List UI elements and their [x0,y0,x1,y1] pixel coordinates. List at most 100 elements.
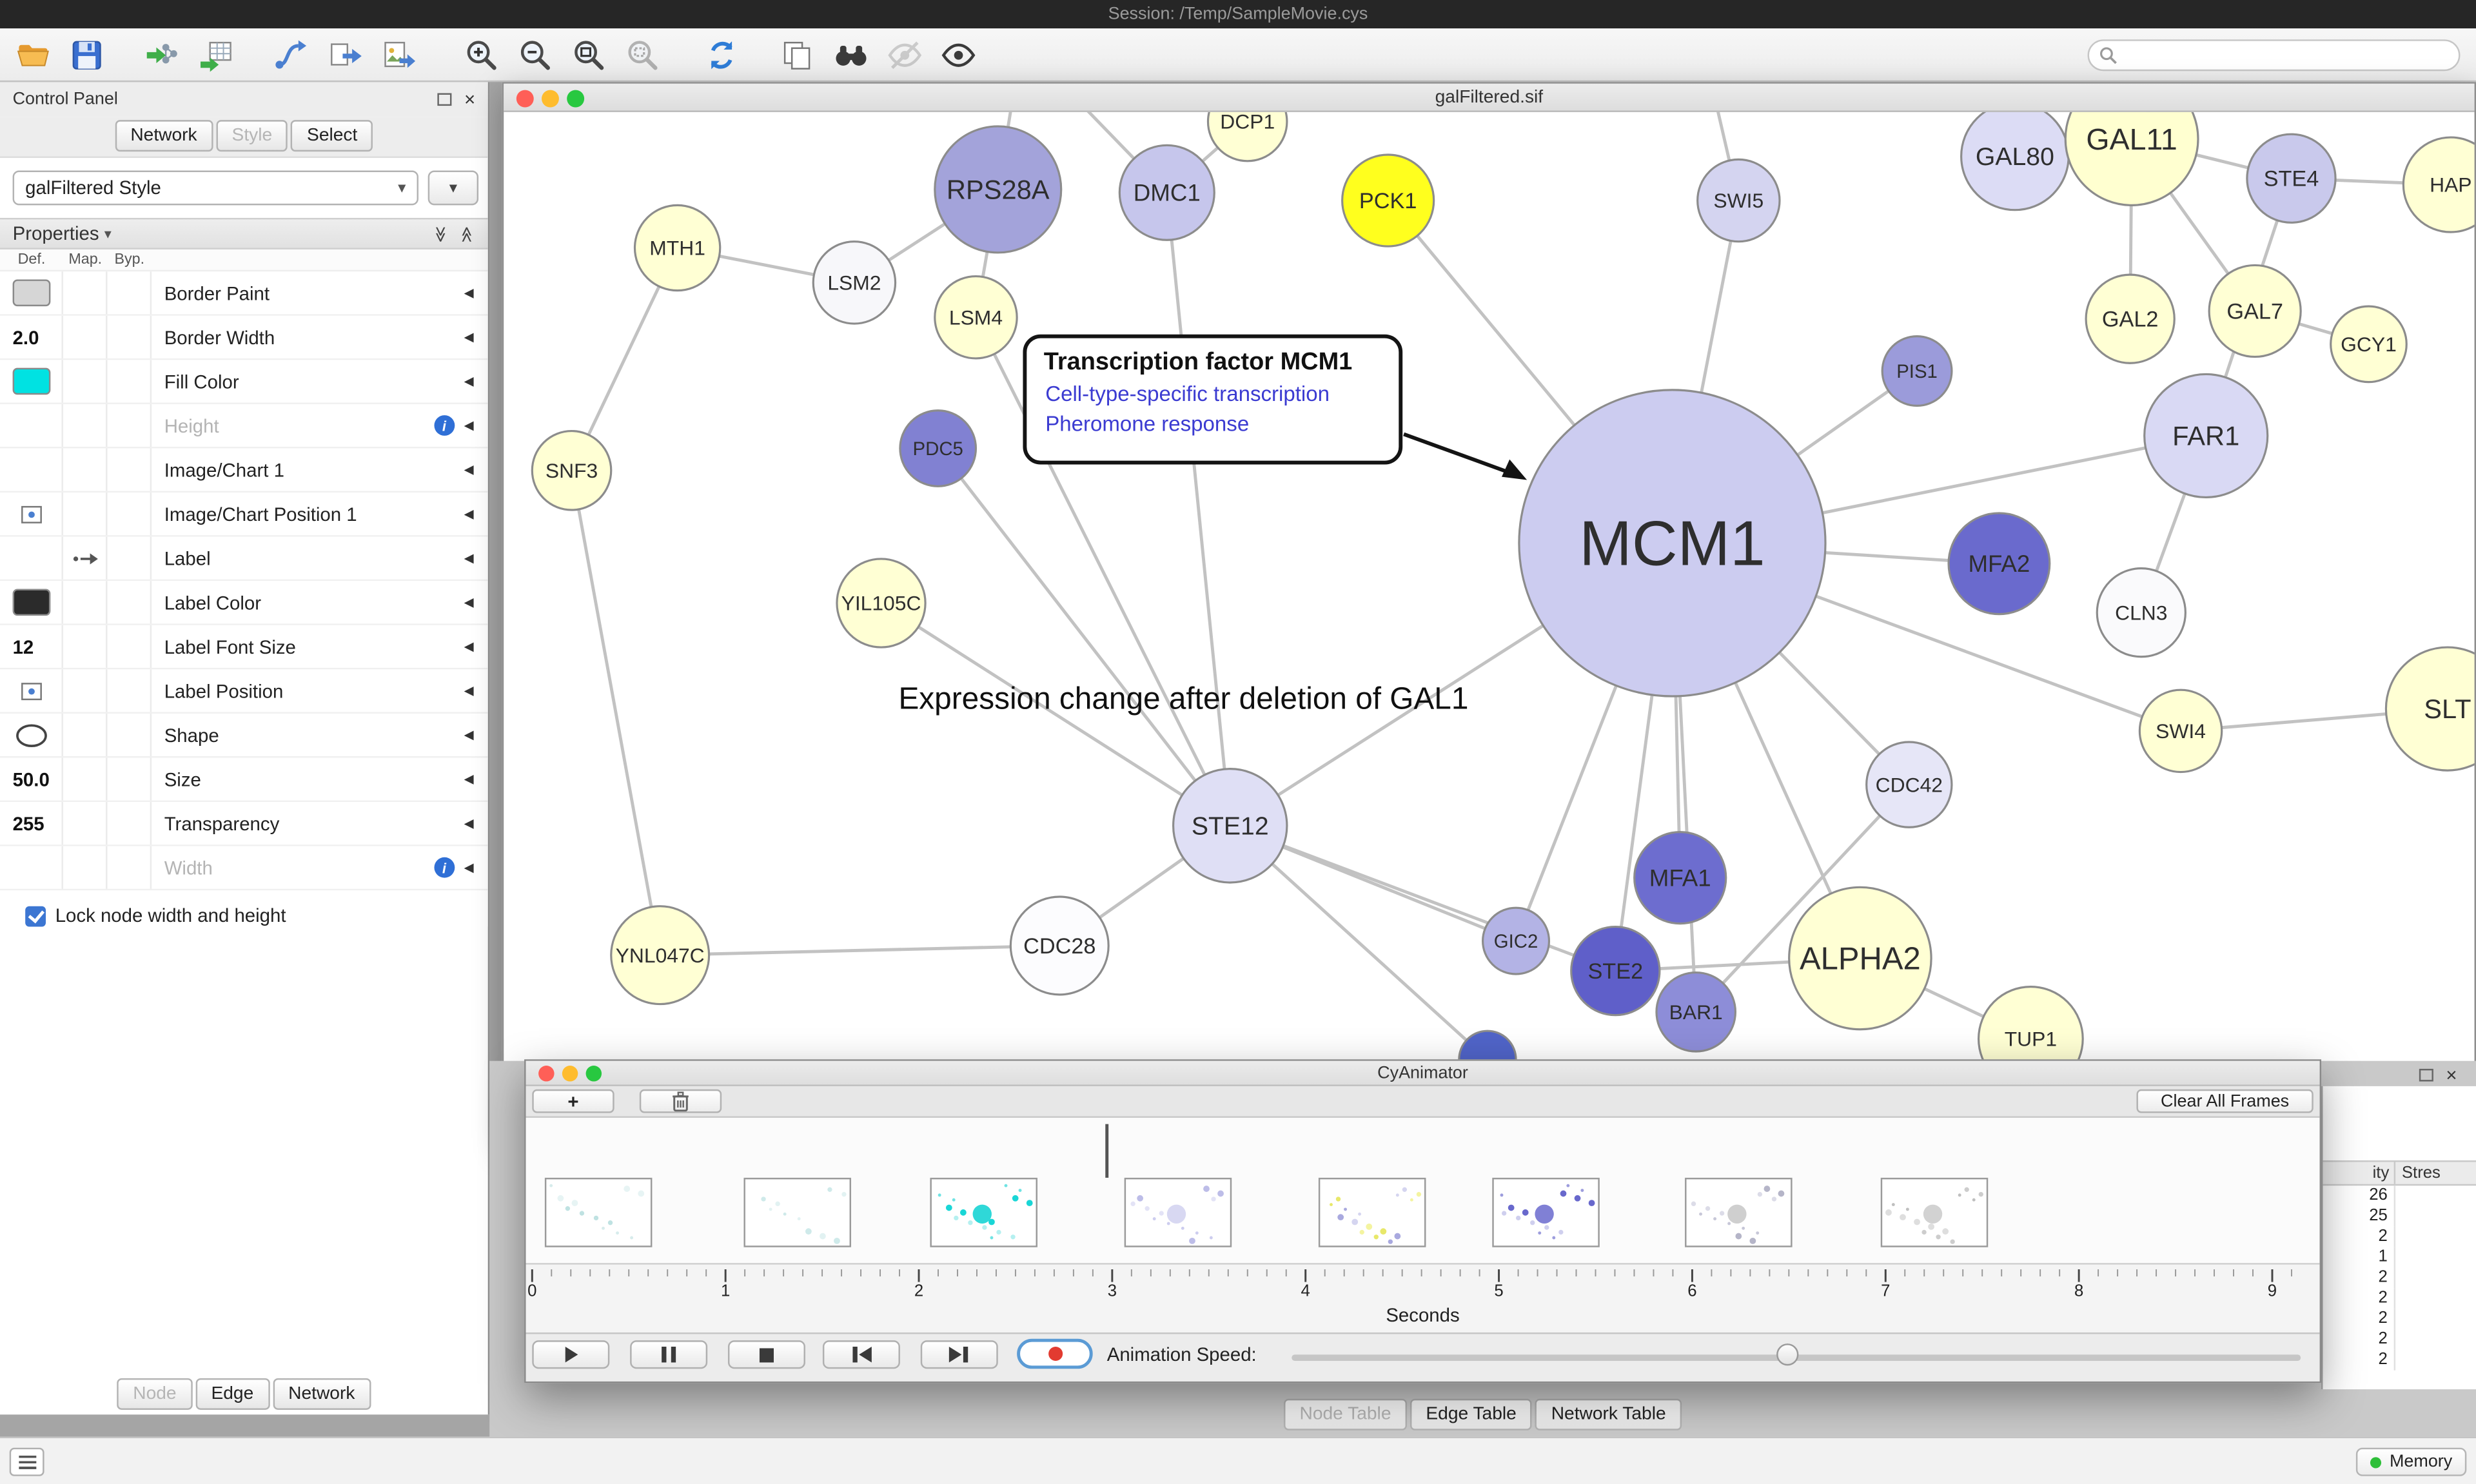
default-value-cell[interactable] [0,360,63,403]
network-edge[interactable] [1165,192,1232,826]
frame-thumbnail-8[interactable] [1880,1177,1989,1247]
tab-edge-table[interactable]: Edge Table [1410,1398,1533,1430]
export-network-button[interactable] [325,34,366,75]
bypass-cell[interactable] [108,625,152,668]
network-edge[interactable] [880,601,1232,827]
info-icon[interactable]: i [434,857,455,878]
default-value-cell[interactable] [0,846,63,889]
network-node-lsm2[interactable] [812,240,897,325]
network-node-mth1[interactable] [633,204,722,292]
network-node-gcy1[interactable] [2330,305,2408,384]
close-window-button[interactable] [538,1066,555,1082]
expand-row-icon[interactable]: ◀ [464,507,474,522]
table-row[interactable]: 2 [2323,1226,2476,1247]
network-node-yil105c[interactable] [836,558,927,649]
mapping-cell[interactable] [63,669,108,712]
mapping-cell[interactable] [63,846,108,889]
float-window-icon[interactable] [2419,1068,2433,1082]
default-value-cell[interactable] [0,581,63,624]
bypass-cell[interactable] [108,669,152,712]
default-value-cell[interactable]: 12 [0,625,63,668]
property-row-fill-color[interactable]: Fill Color◀ [0,360,488,404]
network-node-pck1[interactable] [1341,153,1435,248]
hide-selected-button[interactable] [884,34,925,75]
table-row[interactable]: 26 [2323,1186,2476,1207]
close-icon[interactable]: × [2446,1064,2457,1086]
zoom-selected-button[interactable] [622,34,663,75]
network-node-ste12[interactable] [1172,768,1288,884]
bypass-cell[interactable] [108,536,152,580]
network-node-dcp1[interactable] [1206,112,1288,162]
tab-network[interactable]: Network [272,1378,371,1410]
expand-row-icon[interactable]: ◀ [464,418,474,433]
table-row[interactable]: 2 [2323,1288,2476,1309]
import-network-button[interactable] [142,34,183,75]
network-node-cdc28[interactable] [1009,895,1110,996]
expand-row-icon[interactable]: ◀ [464,816,474,831]
float-window-icon[interactable] [437,93,452,106]
mapping-cell[interactable] [63,625,108,668]
expand-row-icon[interactable]: ◀ [464,772,474,786]
bypass-cell[interactable] [108,448,152,491]
bypass-cell[interactable] [108,757,152,801]
network-node-cdc42[interactable] [1865,741,1953,828]
network-node-far1[interactable] [2143,373,2269,499]
tab-network-table[interactable]: Network Table [1535,1398,1682,1430]
expand-row-icon[interactable]: ◀ [464,727,474,743]
close-icon[interactable]: × [464,88,476,111]
expand-row-icon[interactable]: ◀ [464,374,474,389]
annotation-box[interactable] [1023,334,1403,465]
show-all-button[interactable] [938,34,979,75]
export-image-button[interactable] [379,34,420,75]
network-node-gal11[interactable] [2064,112,2199,206]
skip-to-end-button[interactable] [920,1340,998,1369]
toggle-panel-button[interactable] [9,1447,44,1476]
clear-all-frames-button[interactable]: Clear All Frames [2136,1089,2314,1113]
network-node-pdc5[interactable] [899,409,978,487]
expand-row-icon[interactable]: ◀ [464,595,474,610]
import-table-button[interactable] [196,34,237,75]
bypass-cell[interactable] [108,581,152,624]
frame-thumbnail-6[interactable] [1492,1177,1600,1247]
zoom-window-button[interactable] [567,89,585,107]
expand-row-icon[interactable]: ◀ [464,551,474,565]
network-node-swi5[interactable] [1696,158,1781,243]
timeline-playhead[interactable] [1105,1124,1109,1178]
mapping-cell[interactable] [63,536,108,580]
column-header-connectivity[interactable]: ity [2323,1162,2396,1184]
add-frame-button[interactable]: + [532,1089,614,1113]
property-row-label[interactable]: Label◀ [0,536,488,581]
bypass-cell[interactable] [108,713,152,757]
expand-all-icon[interactable]: ≫ [431,225,449,242]
close-window-button[interactable] [516,89,534,107]
network-node-cln3[interactable] [2096,567,2186,658]
delete-frame-button[interactable] [639,1089,722,1113]
mapping-cell[interactable] [63,581,108,624]
first-neighbors-button[interactable] [830,34,872,75]
default-value-cell[interactable] [0,713,63,757]
mapping-cell[interactable] [63,757,108,801]
tab-select[interactable]: Select [291,120,373,152]
network-node-snf3[interactable] [531,429,613,511]
minimize-window-button[interactable] [562,1066,578,1082]
network-node-mfa2[interactable] [1947,512,2051,616]
style-options-button[interactable]: ▾ [427,170,479,206]
bypass-cell[interactable] [108,360,152,403]
stop-button[interactable] [727,1340,805,1369]
table-row[interactable]: 25 [2323,1206,2476,1227]
annotation-link[interactable]: Pheromone response [1045,413,1249,436]
table-row[interactable]: 2 [2323,1349,2476,1371]
network-node-hap[interactable] [2402,136,2475,233]
bypass-cell[interactable] [108,271,152,315]
default-value-cell[interactable] [0,271,63,315]
tab-edge[interactable]: Edge [195,1378,270,1410]
pause-button[interactable] [630,1340,708,1369]
default-value-cell[interactable] [0,669,63,712]
network-arrows-button[interactable] [271,34,313,75]
properties-header[interactable]: Properties ▾ ≫ ≫ [0,217,488,249]
table-row[interactable]: 1 [2323,1247,2476,1268]
refresh-button[interactable] [701,34,742,75]
table-row[interactable]: 2 [2323,1267,2476,1289]
